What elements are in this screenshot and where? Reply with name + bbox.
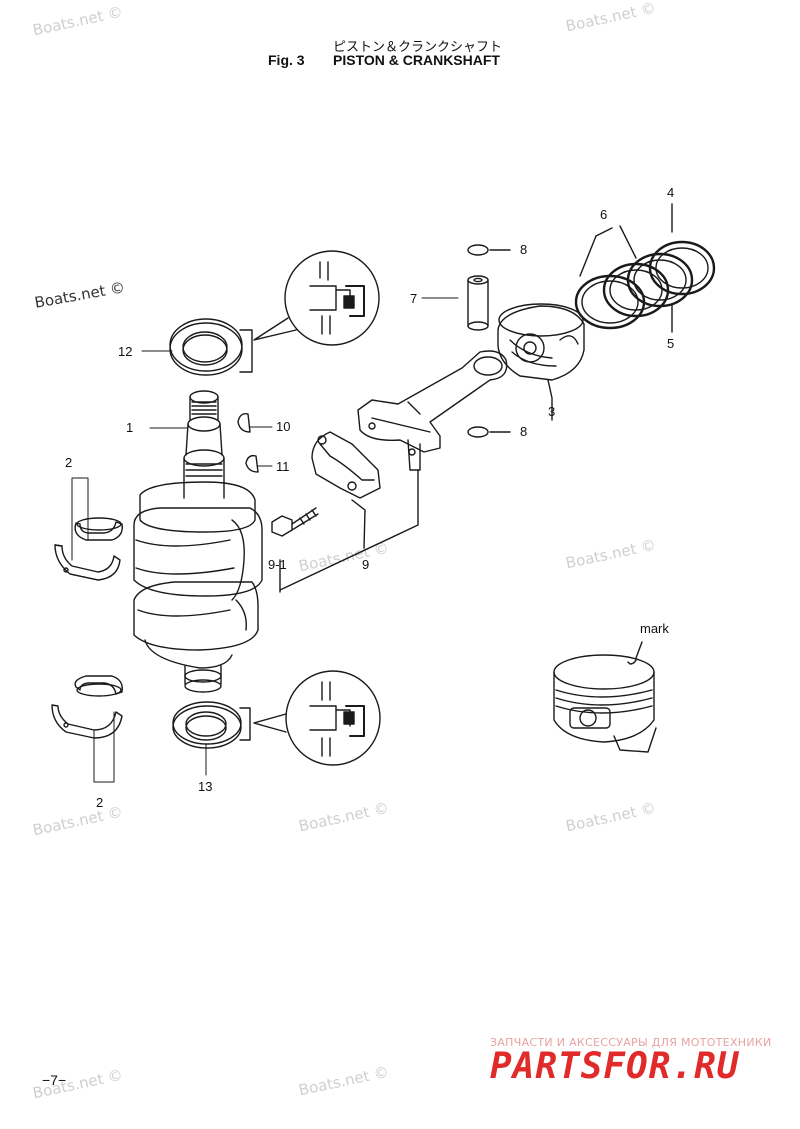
part-label-1: 1 <box>126 420 134 435</box>
page-title: PISTON & CRANKSHAFT <box>333 52 500 68</box>
part-label-2-lower: 2 <box>96 795 104 810</box>
clip-top-part <box>467 244 511 256</box>
part-label-5: 5 <box>667 336 675 351</box>
oil-seal-top-part <box>169 318 243 376</box>
main-bearing-lower-part <box>51 675 123 739</box>
piston-part <box>497 303 585 421</box>
seal-detail-bottom <box>239 670 381 766</box>
fig-label: Fig. 3 <box>268 52 305 68</box>
mark-piston-part <box>553 641 657 753</box>
piston-rings-part <box>574 203 716 333</box>
key-11-part <box>245 454 259 473</box>
key-10-part <box>237 412 251 433</box>
part-label-8-bottom: 8 <box>520 424 528 439</box>
main-bearing-upper-part <box>54 517 123 581</box>
part-label-3: 3 <box>548 404 556 419</box>
crankshaft-part <box>133 390 263 693</box>
leader-lines <box>71 297 459 783</box>
clip-bottom-part <box>467 426 511 438</box>
ad-logo: PARTSFOR.RU <box>490 1046 740 1087</box>
part-label-9: 9 <box>362 557 370 572</box>
page-number: −7− <box>42 1072 67 1088</box>
part-label-6: 6 <box>600 207 608 222</box>
part-label-7: 7 <box>410 291 418 306</box>
part-label-12: 12 <box>118 344 133 359</box>
oil-seal-bottom-part <box>172 701 242 749</box>
part-label-13: 13 <box>198 779 213 794</box>
part-label-11: 11 <box>276 459 290 474</box>
piston-pin-part <box>467 275 489 331</box>
part-label-2-upper: 2 <box>65 455 73 470</box>
part-label-10: 10 <box>276 419 291 434</box>
connecting-rod-part <box>271 350 508 593</box>
mark-label: mark <box>640 621 669 636</box>
part-label-4: 4 <box>667 185 675 200</box>
part-label-8-top: 8 <box>520 242 528 257</box>
ad-tagline: ЗАПЧАСТИ И АКСЕССУАРЫ ДЛЯ МОТОТЕХНИКИ <box>490 1036 772 1049</box>
part-label-9-1: 9-1 <box>268 557 287 572</box>
seal-detail-top <box>239 250 380 373</box>
japanese-title: ピストン＆クランクシャフト <box>333 40 503 55</box>
